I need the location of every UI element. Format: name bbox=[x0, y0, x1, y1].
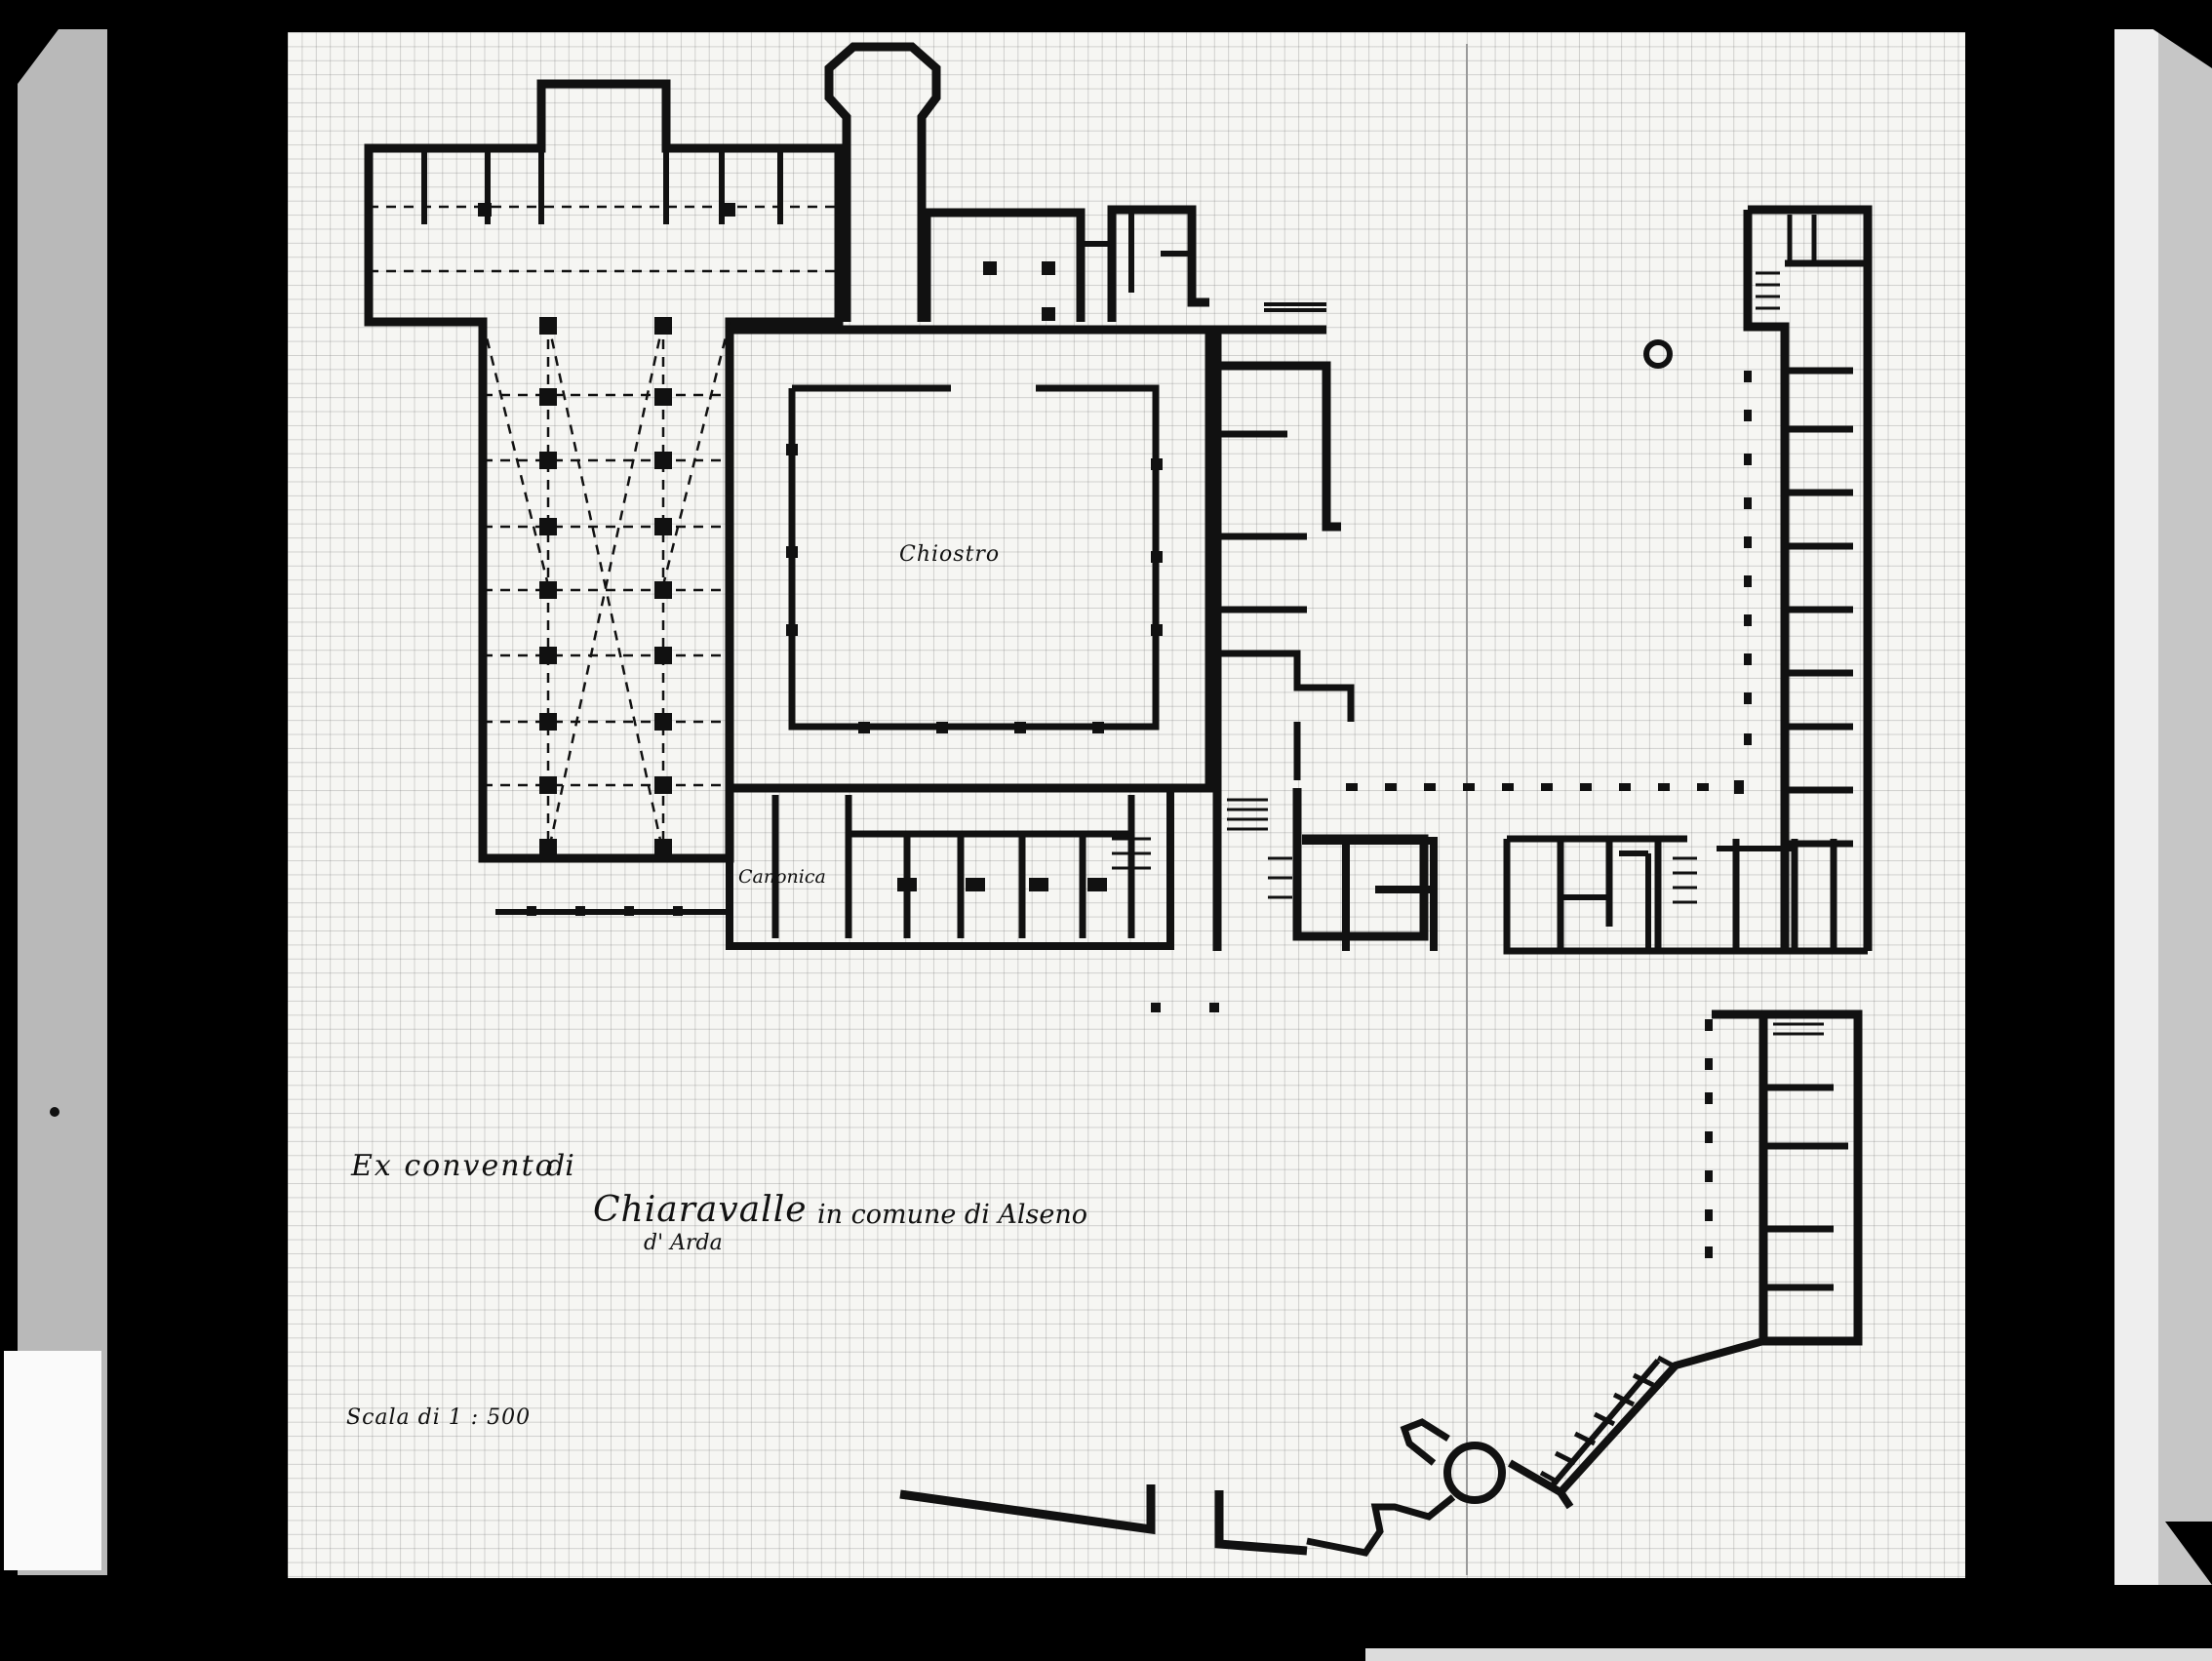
well bbox=[1643, 339, 1673, 369]
corner-mark bbox=[15, 29, 59, 88]
right-paper-edge bbox=[2114, 29, 2158, 1585]
drawing-title-line2: di bbox=[546, 1149, 574, 1183]
ramp-stair bbox=[1306, 1337, 1765, 1557]
north-wing bbox=[922, 205, 1326, 322]
drawing-place-name: Chiaravalle bbox=[593, 1190, 808, 1230]
left-margin-strip bbox=[18, 29, 107, 1575]
drawing-comune: in comune di Alseno bbox=[817, 1200, 1088, 1230]
drawing-subplace: d' Arda bbox=[644, 1231, 723, 1255]
corner-mark bbox=[2146, 24, 2212, 68]
southeast-range bbox=[1712, 1009, 1863, 1346]
church bbox=[364, 79, 844, 863]
bell-tower bbox=[824, 42, 941, 322]
cloister bbox=[730, 325, 1214, 793]
bottom-strip bbox=[1365, 1648, 2212, 1661]
drawing-title-line1: Ex convento bbox=[351, 1149, 555, 1183]
room-label-cloister: Chiostro bbox=[899, 542, 1001, 567]
central-block bbox=[1212, 788, 1429, 951]
arcade-columns bbox=[1151, 371, 1752, 1258]
margin-dot bbox=[50, 1107, 59, 1117]
left-margin-label bbox=[4, 1351, 101, 1570]
room-label-canonica: Canonica bbox=[738, 866, 826, 888]
graph-paper-sheet bbox=[288, 32, 1965, 1578]
east-range bbox=[1743, 205, 1873, 951]
corner-mark bbox=[2165, 1522, 2212, 1585]
sheet-fold-line bbox=[1466, 44, 1468, 1575]
south-range bbox=[726, 784, 1174, 950]
drawing-scale: Scala di 1 : 500 bbox=[346, 1405, 532, 1430]
boundary-walls bbox=[899, 1484, 1308, 1556]
long-south-building bbox=[1302, 835, 1868, 955]
east-wing bbox=[1209, 325, 1355, 788]
porch-columns bbox=[527, 906, 683, 916]
